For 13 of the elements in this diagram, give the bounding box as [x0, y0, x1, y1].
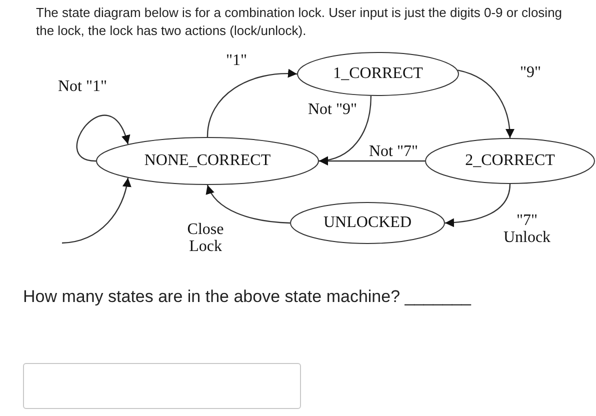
- intro-text: The state diagram below is for a combination lock. User input is just the digits 0-9 or closing the lock, the lock has two actions (lock/unlock).: [36, 4, 564, 40]
- arrow: [206, 69, 298, 138]
- arrow: [76, 115, 130, 162]
- arrow: [458, 70, 514, 138]
- state-ellipse: 2_CORRECT: [425, 138, 595, 184]
- arrow: [62, 178, 131, 244]
- arrow: [444, 184, 511, 228]
- state-ellipse: NONE_CORRECT: [96, 137, 319, 185]
- arrow: [319, 156, 425, 166]
- arrow: [206, 184, 290, 224]
- state-ellipse: UNLOCKED: [290, 202, 445, 244]
- question-text: How many states are in the above state machine? _______: [23, 286, 472, 308]
- state-ellipse: 1_CORRECT: [297, 52, 459, 96]
